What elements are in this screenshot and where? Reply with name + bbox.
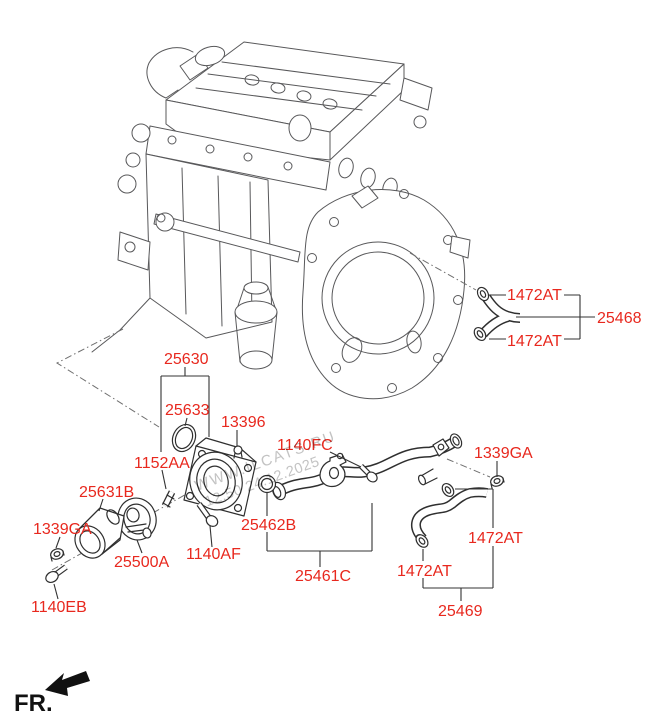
part-label-25468: 25468	[597, 310, 642, 327]
part-label-1339ga-right: 1339GA	[474, 445, 533, 462]
bolt-icon	[45, 564, 68, 584]
hose-clamp-icon	[473, 326, 487, 342]
part-label-1140eb: 1140EB	[31, 599, 87, 616]
front-arrow-icon	[45, 671, 90, 696]
hose-clamp-icon	[441, 482, 455, 498]
nipple-icon	[233, 445, 243, 459]
part-label-1140fc: 1140FC	[277, 437, 333, 454]
part-label-1472at-top: 1472AT	[507, 287, 562, 304]
part-label-1472at-mid: 1472AT	[468, 530, 523, 547]
engine-drawing	[91, 41, 471, 400]
nut-icon	[490, 475, 505, 489]
part-label-25633: 25633	[165, 402, 210, 419]
part-label-1339ga-left: 1339GA	[33, 521, 92, 538]
part-label-1472at-low: 1472AT	[397, 563, 452, 580]
nut-icon	[50, 548, 65, 562]
lower-hose-drawing	[411, 482, 488, 548]
part-label-25631b: 25631B	[79, 484, 134, 501]
inlet-housing-drawing	[74, 507, 125, 559]
part-label-25630: 25630	[164, 351, 209, 368]
leader-lines	[53, 294, 595, 601]
hose-clamp-icon	[476, 286, 490, 302]
part-label-25461c: 25461C	[295, 568, 351, 585]
bolt-icon	[196, 502, 219, 527]
part-label-25469: 25469	[438, 603, 483, 620]
hose-clamp-icon	[415, 534, 429, 548]
part-labels: 1472AT 1472AT 25468 25630 25633 13396 11…	[31, 287, 642, 620]
bolt-icon	[359, 464, 378, 483]
front-direction-mark: FR.	[14, 671, 90, 717]
thermostat-drawing	[117, 497, 157, 541]
part-label-1152aa: 1152AA	[134, 455, 190, 472]
part-label-1140af: 1140AF	[186, 546, 241, 563]
water-inlet-fitting-drawing	[183, 437, 257, 517]
fr-label: FR.	[14, 690, 53, 717]
part-label-1472at-upper2: 1472AT	[507, 333, 562, 350]
part-label-25462b: 25462B	[241, 517, 296, 534]
stud-icon	[161, 490, 176, 508]
part-drawings	[45, 286, 521, 584]
o-ring-icon	[257, 474, 277, 494]
bypass-hose-drawing	[473, 286, 521, 342]
o-ring-icon	[171, 423, 197, 453]
part-label-13396: 13396	[221, 414, 266, 431]
part-label-25500a: 25500A	[114, 554, 169, 571]
